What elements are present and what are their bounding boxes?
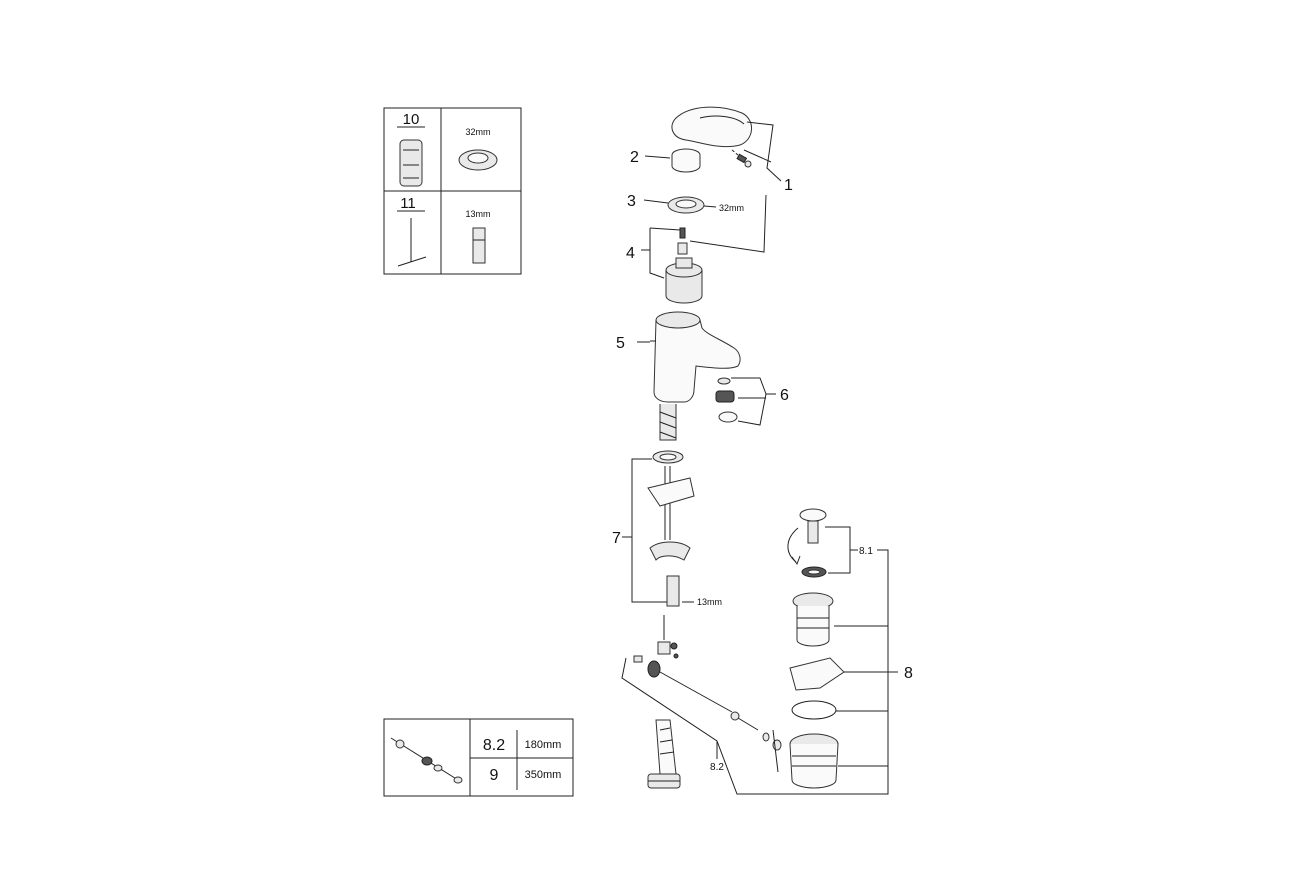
leader-lines <box>621 121 898 795</box>
tool-item-10-size: 32mm <box>465 127 490 137</box>
nut-32mm-icon <box>458 149 498 171</box>
rod-row2-id: 9 <box>490 767 499 784</box>
aerator-part <box>715 377 738 423</box>
tap-exploded-view: 1 2 3 4 5 6 7 8 8.1 8.2 32mm 13mm <box>612 106 913 795</box>
tool-box: 10 32mm 11 13mm <box>383 107 522 275</box>
tool-item-11-number: 11 <box>400 195 416 212</box>
pop-up-waste-part <box>787 508 845 789</box>
callout-5: 5 <box>616 335 625 352</box>
callout-1: 1 <box>784 177 793 194</box>
callout-8: 8 <box>904 665 913 682</box>
callout-3: 3 <box>627 193 636 210</box>
mounting-set-part <box>647 450 695 607</box>
hex-key-icon <box>397 218 427 267</box>
cover-cap-part <box>671 148 701 173</box>
cartridge-part <box>665 227 703 304</box>
tap-body-part <box>650 311 741 441</box>
callout-7: 7 <box>612 530 621 547</box>
bolt-13mm-icon <box>472 227 486 264</box>
rod-row1-id: 8.2 <box>483 737 505 754</box>
tool-item-11-size: 13mm <box>465 209 490 219</box>
rod-row1-length: 180mm <box>525 739 562 751</box>
rod-length-box: 8.2 180mm 9 350mm <box>383 718 574 797</box>
callout-4: 4 <box>626 245 635 262</box>
callout-2: 2 <box>630 149 639 166</box>
callout-6: 6 <box>780 387 789 404</box>
wrench-tool-icon <box>399 139 423 187</box>
handle-lever-part <box>671 106 752 168</box>
connection-hose-part <box>647 719 681 789</box>
pop-up-rod-icon <box>390 737 463 784</box>
tool-item-10-number: 10 <box>403 111 420 128</box>
rod-row2-length: 350mm <box>525 769 562 781</box>
dimension-32mm: 32mm <box>719 203 744 213</box>
callout-8-1: 8.1 <box>859 546 873 557</box>
callout-8-2: 8.2 <box>710 762 724 773</box>
lift-rod-linkage-part <box>633 615 782 751</box>
retaining-nut-part <box>667 196 705 214</box>
dimension-13mm: 13mm <box>697 597 722 607</box>
